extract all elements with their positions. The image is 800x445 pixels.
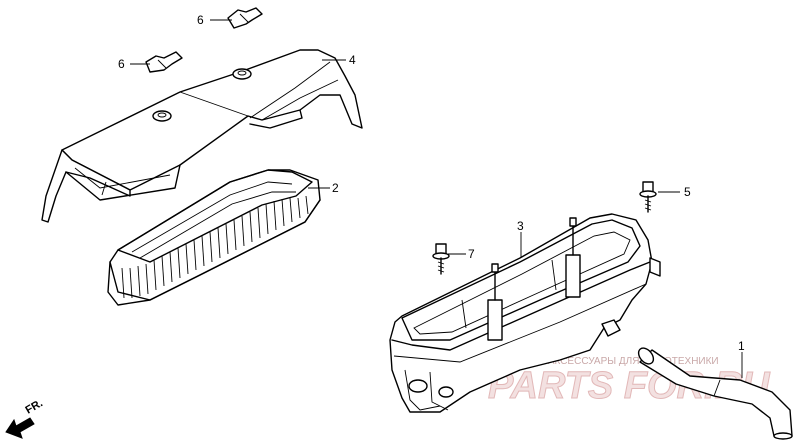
callout-1: 1	[738, 339, 745, 353]
leader-lines	[130, 19, 743, 378]
part-wing-nut-upper	[227, 7, 263, 29]
callout-labels: 6 6 4 2 5 7 3 1	[118, 13, 745, 353]
direction-arrow-icon	[5, 417, 35, 439]
front-direction-indicator: FR.	[5, 397, 45, 439]
callout-6-upper: 6	[197, 13, 204, 27]
callout-2: 2	[332, 181, 339, 195]
part-air-filter-element	[107, 169, 321, 306]
watermark-tagline: ЗАПЧАСТИ И АКСЕССУАРЫ ДЛЯ МОТОТЕХНИКИ	[482, 356, 719, 367]
part-bolt-7	[432, 243, 450, 275]
part-bolt-5	[639, 181, 657, 213]
callout-3: 3	[517, 219, 524, 233]
part-drain-tube	[637, 347, 793, 440]
callout-6-lower: 6	[118, 57, 125, 71]
callout-5: 5	[684, 185, 691, 199]
callout-4: 4	[349, 53, 356, 67]
part-air-cleaner-cover	[41, 49, 363, 223]
part-air-cleaner-case	[389, 213, 661, 413]
direction-label: FR.	[24, 397, 45, 416]
part-wing-nut-lower	[145, 51, 183, 73]
callout-7: 7	[468, 247, 475, 261]
